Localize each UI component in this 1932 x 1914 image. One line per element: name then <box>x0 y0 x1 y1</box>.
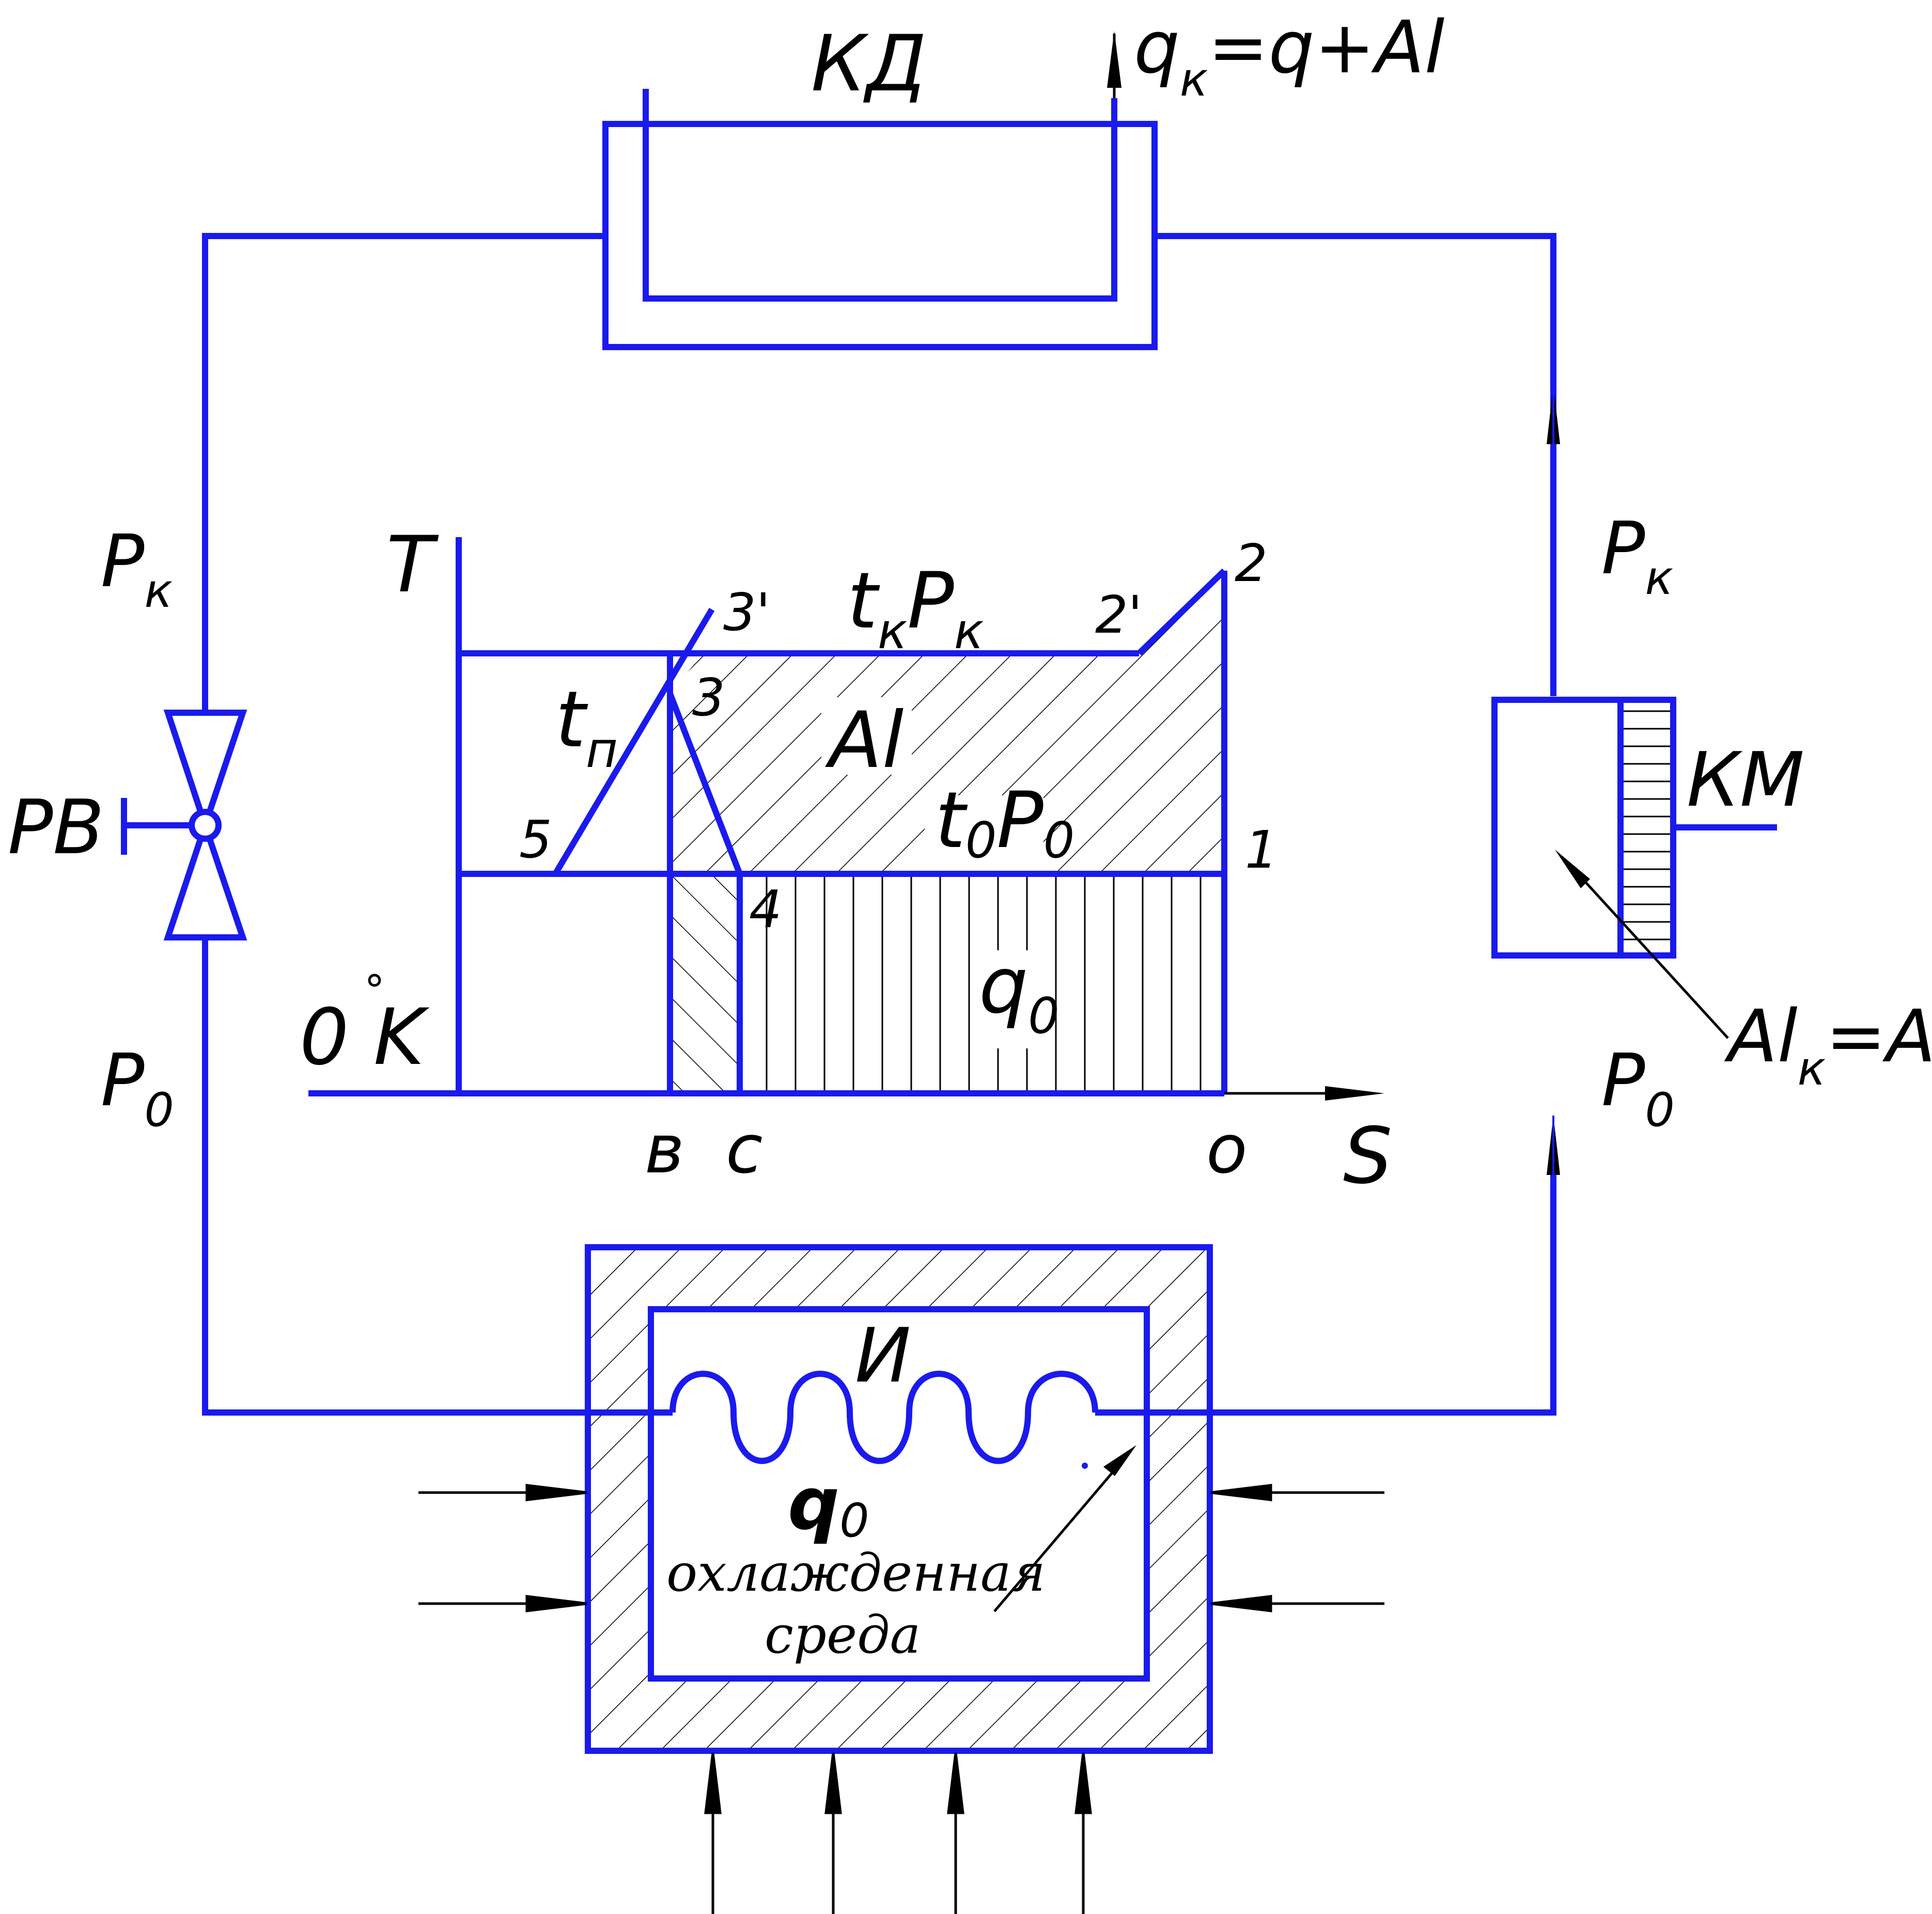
condenser <box>602 89 1158 350</box>
s-axis-label: S <box>1343 1111 1392 1201</box>
condensation-label: tкPк <box>847 556 984 660</box>
valve-upper-triangle <box>163 710 247 836</box>
coil-dot <box>1082 1463 1088 1469</box>
subcool-label: tп <box>555 675 618 779</box>
arrow-right-icon <box>525 1484 587 1501</box>
arrow-up-icon <box>1074 1752 1092 1814</box>
cooled-medium-line2: среда <box>765 1605 921 1665</box>
s-point-b: в <box>645 1110 684 1188</box>
evaporator <box>585 1244 1213 1754</box>
left-p0-label: P0 <box>101 1039 174 1137</box>
evaporator-label: И <box>855 1312 911 1400</box>
pipe-top-right <box>1155 233 1556 696</box>
arrow-left-icon <box>1210 1484 1272 1501</box>
point-3: 3 <box>692 667 725 728</box>
throttling-line <box>667 692 743 875</box>
point-3-prime: 3' <box>723 582 770 642</box>
arrow-right-icon <box>525 1595 587 1612</box>
arrow-up-icon <box>1107 31 1121 88</box>
pointer-arrow-icon <box>1555 850 1590 888</box>
ts-diagram: T S 0 K ° tкPк t0P0 tп Al q0 1 2 2' 3 3'… <box>300 520 1392 1201</box>
work-area-label: Al <box>825 696 903 786</box>
work-area-hatch <box>670 571 1224 874</box>
superheat-line <box>1136 568 1227 656</box>
point-4: 4 <box>749 879 782 939</box>
throttle-loss-area <box>670 874 740 1093</box>
heat-inflow-arrows <box>418 1484 1384 1914</box>
point-1: 1 <box>1245 820 1278 880</box>
valve-stem-circle <box>189 809 222 842</box>
cooled-medium-line1: охлажденная <box>666 1543 1046 1603</box>
expansion-valve <box>121 710 247 940</box>
cold-area-label: q0 <box>979 941 1060 1045</box>
right-pk-label: Pк <box>1601 507 1673 605</box>
compressor-work-pointer <box>1564 859 1729 1039</box>
pipe-bottom-left <box>202 937 673 1416</box>
compressor-work-label: Alк=Al <box>1724 995 1932 1096</box>
compressor-cylinder <box>1491 697 1624 959</box>
condenser-heat-label: qк=q+Al <box>1134 6 1444 107</box>
arrow-up-icon <box>947 1752 964 1814</box>
evaporator-outer-wall <box>585 1244 1213 1754</box>
cold-area-label-bg <box>971 950 1046 1048</box>
refrigerant-loop <box>202 233 1556 1416</box>
point-2: 2 <box>1235 533 1268 593</box>
condenser-coil <box>643 89 1117 302</box>
evap-label-bg <box>925 795 1043 873</box>
arrow-left-icon <box>1210 1595 1272 1612</box>
evaporator-coil <box>669 1371 1098 1464</box>
compressor-piston <box>1621 700 1673 955</box>
t-axis-label: T <box>386 520 439 610</box>
compressor-label: КМ <box>1687 736 1804 824</box>
left-pk-label: Pк <box>101 520 173 618</box>
right-p0-label: P0 <box>1601 1039 1675 1137</box>
evaporation-label: t0P0 <box>935 776 1074 869</box>
point-2-prime: 2' <box>1095 585 1142 645</box>
condenser-body <box>602 121 1158 350</box>
arrow-up-icon <box>704 1752 722 1814</box>
pointer-arrow-icon <box>1103 1445 1136 1476</box>
compressor <box>1491 697 1777 959</box>
s-point-c: с <box>726 1110 762 1188</box>
evaporator-insulation <box>588 1247 1210 1751</box>
point-5: 5 <box>519 809 552 870</box>
s-point-o: о <box>1206 1110 1248 1188</box>
condenser-label: КД <box>811 19 927 109</box>
valve-label: РВ <box>8 784 104 871</box>
subcooling-line <box>552 607 715 876</box>
valve-lower-triangle <box>163 815 247 940</box>
arrow-up-icon <box>824 1752 842 1814</box>
evaporator-heat-label: q0 <box>788 1462 869 1548</box>
arrow-right-icon <box>1325 1086 1384 1101</box>
zero-kelvin-label: 0 K <box>300 993 430 1082</box>
pipe-top-left <box>202 233 605 713</box>
medium-pointer <box>993 1455 1127 1612</box>
degree-sign: ° <box>364 966 385 1014</box>
pipe-bottom-right <box>1095 1175 1556 1416</box>
work-area-label-bg <box>821 697 912 775</box>
